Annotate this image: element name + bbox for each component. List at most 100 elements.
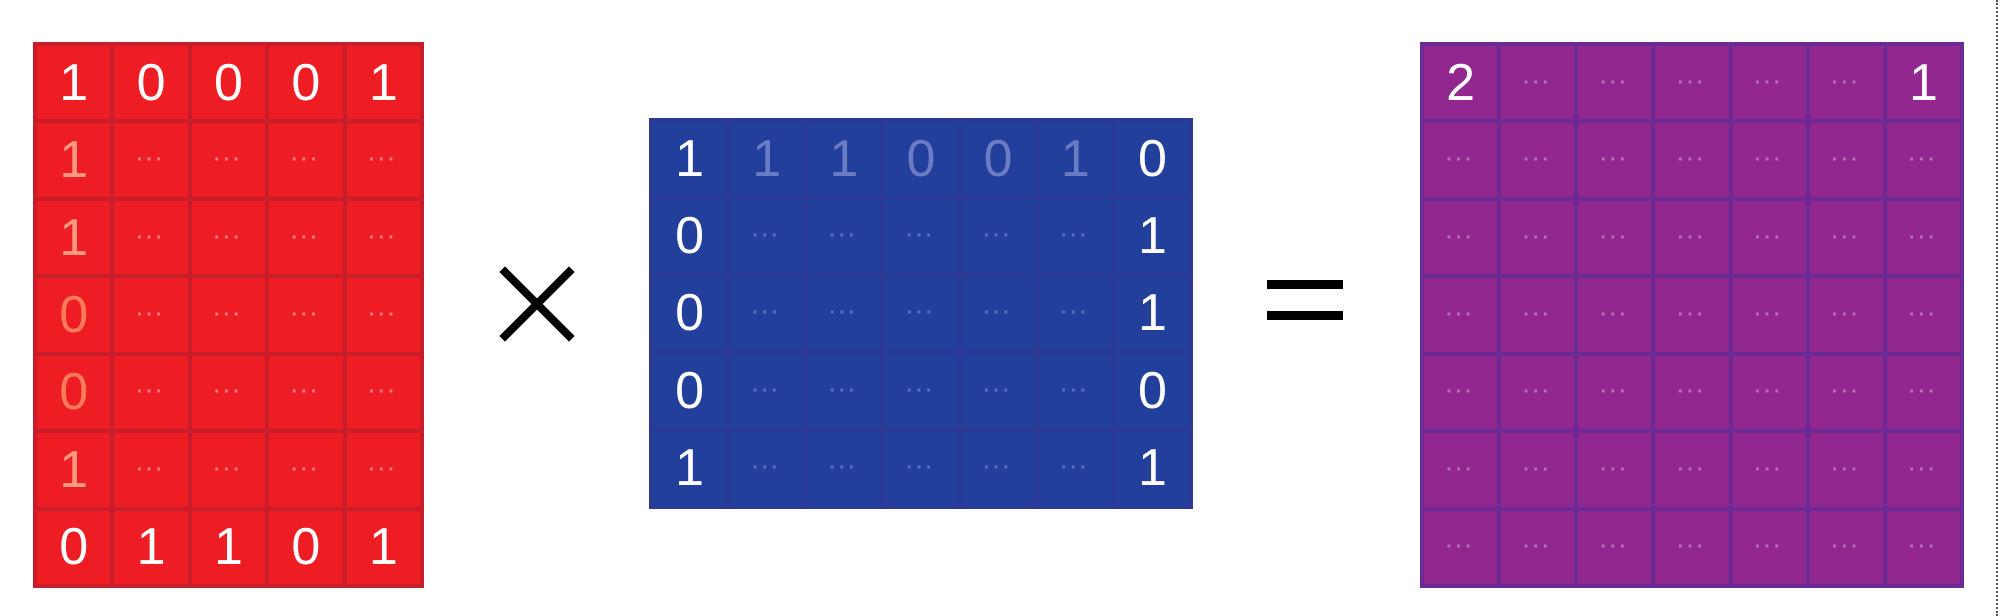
matrix-a-cell: ··· bbox=[191, 278, 266, 352]
ellipsis-placeholder: ··· bbox=[1523, 458, 1553, 481]
ellipsis-placeholder: ··· bbox=[1831, 458, 1861, 481]
matrix-b-cell: ··· bbox=[807, 431, 881, 505]
ellipsis-placeholder: ··· bbox=[368, 458, 398, 481]
matrix-c-cell: ··· bbox=[1732, 355, 1806, 430]
ellipsis-placeholder: ··· bbox=[1060, 379, 1090, 402]
ellipsis-placeholder: ··· bbox=[1754, 303, 1784, 326]
matrix-value: 0 bbox=[983, 129, 1013, 188]
ellipsis-placeholder: ··· bbox=[1754, 381, 1784, 404]
ellipsis-placeholder: ··· bbox=[214, 226, 243, 249]
matrix-a-cell: ··· bbox=[191, 123, 266, 197]
matrix-c-cell: ··· bbox=[1501, 278, 1575, 352]
matrix-c-cell: ··· bbox=[1424, 510, 1498, 584]
matrix-value: 1 bbox=[59, 440, 89, 499]
matrix-b-cell: 0 bbox=[653, 199, 727, 273]
ellipsis-placeholder: ··· bbox=[1831, 303, 1861, 326]
matrix-b-cell: ··· bbox=[961, 276, 1035, 351]
matrix-b-cell: 0 bbox=[1115, 122, 1189, 196]
matrix-value: 0 bbox=[675, 284, 705, 343]
matrix-b-cell: 0 bbox=[961, 122, 1035, 196]
ellipsis-placeholder: ··· bbox=[906, 225, 936, 248]
matrix-c-cell: ··· bbox=[1578, 200, 1652, 275]
matrix-c-cell: ··· bbox=[1501, 510, 1575, 584]
matrix-b-cell: 1 bbox=[1115, 431, 1189, 505]
matrix-c-cell: 1 bbox=[1886, 46, 1960, 120]
ellipsis-placeholder: ··· bbox=[983, 379, 1013, 402]
matrix-a-cell: ··· bbox=[269, 278, 343, 352]
matrix-value: 0 bbox=[214, 53, 243, 112]
matrix-c-cell: ··· bbox=[1578, 433, 1652, 507]
matrix-b-cell: ··· bbox=[1038, 431, 1112, 505]
ellipsis-placeholder: ··· bbox=[368, 226, 398, 249]
matrix-b-cell: ··· bbox=[1038, 199, 1112, 273]
matrix-value: 1 bbox=[59, 131, 89, 190]
ellipsis-placeholder: ··· bbox=[1677, 381, 1707, 404]
ellipsis-placeholder: ··· bbox=[1523, 303, 1553, 326]
matrix-c-cell: ··· bbox=[1424, 433, 1498, 507]
matrix-a-cell: ··· bbox=[269, 433, 343, 507]
matrix-a-cell: 0 bbox=[114, 46, 188, 120]
matrix-c-cell: ··· bbox=[1501, 433, 1575, 507]
ellipsis-placeholder: ··· bbox=[1446, 149, 1476, 172]
ellipsis-placeholder: ··· bbox=[1677, 303, 1707, 326]
matrix-value: 1 bbox=[829, 129, 859, 188]
matrix-value: 1 bbox=[368, 518, 398, 577]
matrix-value: 0 bbox=[136, 53, 166, 112]
matrix-c-cell: ··· bbox=[1732, 46, 1806, 120]
ellipsis-placeholder: ··· bbox=[1754, 71, 1784, 94]
matrix-value: 1 bbox=[675, 129, 705, 188]
matrix-a-cell: ··· bbox=[346, 355, 420, 430]
ellipsis-placeholder: ··· bbox=[1754, 536, 1784, 559]
ellipsis-placeholder: ··· bbox=[1908, 381, 1938, 404]
matrix-c-cell: ··· bbox=[1886, 278, 1960, 352]
matrix-a-cell: ··· bbox=[114, 355, 188, 430]
matrix-b-cell: 1 bbox=[653, 122, 727, 196]
matrix-b-cell: 1 bbox=[1115, 276, 1189, 351]
ellipsis-placeholder: ··· bbox=[136, 458, 166, 481]
matrix-a-cell: 0 bbox=[269, 510, 343, 584]
matrix-value: 1 bbox=[675, 439, 705, 498]
ellipsis-placeholder: ··· bbox=[136, 303, 166, 326]
ellipsis-placeholder: ··· bbox=[1523, 226, 1553, 249]
ellipsis-placeholder: ··· bbox=[1677, 149, 1707, 172]
ellipsis-placeholder: ··· bbox=[1446, 303, 1476, 326]
ellipsis-placeholder: ··· bbox=[1831, 149, 1861, 172]
matrix-value: 1 bbox=[368, 53, 398, 112]
ellipsis-placeholder: ··· bbox=[1754, 149, 1784, 172]
ellipsis-placeholder: ··· bbox=[291, 381, 321, 404]
matrix-value: 0 bbox=[675, 361, 705, 420]
ellipsis-placeholder: ··· bbox=[1831, 226, 1861, 249]
ellipsis-placeholder: ··· bbox=[1523, 149, 1553, 172]
matrix-a-cell: 1 bbox=[37, 433, 111, 507]
matrix-value: 1 bbox=[752, 129, 782, 188]
matrix-a-cell: ··· bbox=[346, 200, 420, 275]
ellipsis-placeholder: ··· bbox=[136, 381, 166, 404]
ellipsis-placeholder: ··· bbox=[291, 303, 321, 326]
ellipsis-placeholder: ··· bbox=[1600, 71, 1630, 94]
matrix-c-cell: ··· bbox=[1578, 510, 1652, 584]
matrix-a-cell: ··· bbox=[191, 355, 266, 430]
ellipsis-placeholder: ··· bbox=[1908, 458, 1938, 481]
matrix-a-cell: 1 bbox=[37, 200, 111, 275]
matrix-value: 1 bbox=[1060, 129, 1090, 188]
ellipsis-placeholder: ··· bbox=[906, 379, 936, 402]
matrix-c-cell: ··· bbox=[1732, 123, 1806, 197]
matrix-c-cell: ··· bbox=[1501, 46, 1575, 120]
ellipsis-placeholder: ··· bbox=[752, 457, 782, 480]
matrix-c-cell: ··· bbox=[1886, 433, 1960, 507]
ellipsis-placeholder: ··· bbox=[136, 149, 166, 172]
ellipsis-placeholder: ··· bbox=[829, 379, 859, 402]
matrix-b-cell: ··· bbox=[807, 199, 881, 273]
matrix-c-cell: ··· bbox=[1501, 355, 1575, 430]
ellipsis-placeholder: ··· bbox=[214, 381, 243, 404]
matrix-a-cell: ··· bbox=[114, 278, 188, 352]
ellipsis-placeholder: ··· bbox=[1060, 225, 1090, 248]
matrix-c-cell: ··· bbox=[1578, 355, 1652, 430]
matrix-b-cell: 1 bbox=[1115, 199, 1189, 273]
matrix-value: 0 bbox=[1137, 361, 1167, 420]
ellipsis-placeholder: ··· bbox=[368, 149, 398, 172]
matrix-a-cell: 0 bbox=[37, 278, 111, 352]
matrix-c: 2···············1·······················… bbox=[1420, 42, 1964, 588]
matrix-b-cell: 1 bbox=[653, 431, 727, 505]
